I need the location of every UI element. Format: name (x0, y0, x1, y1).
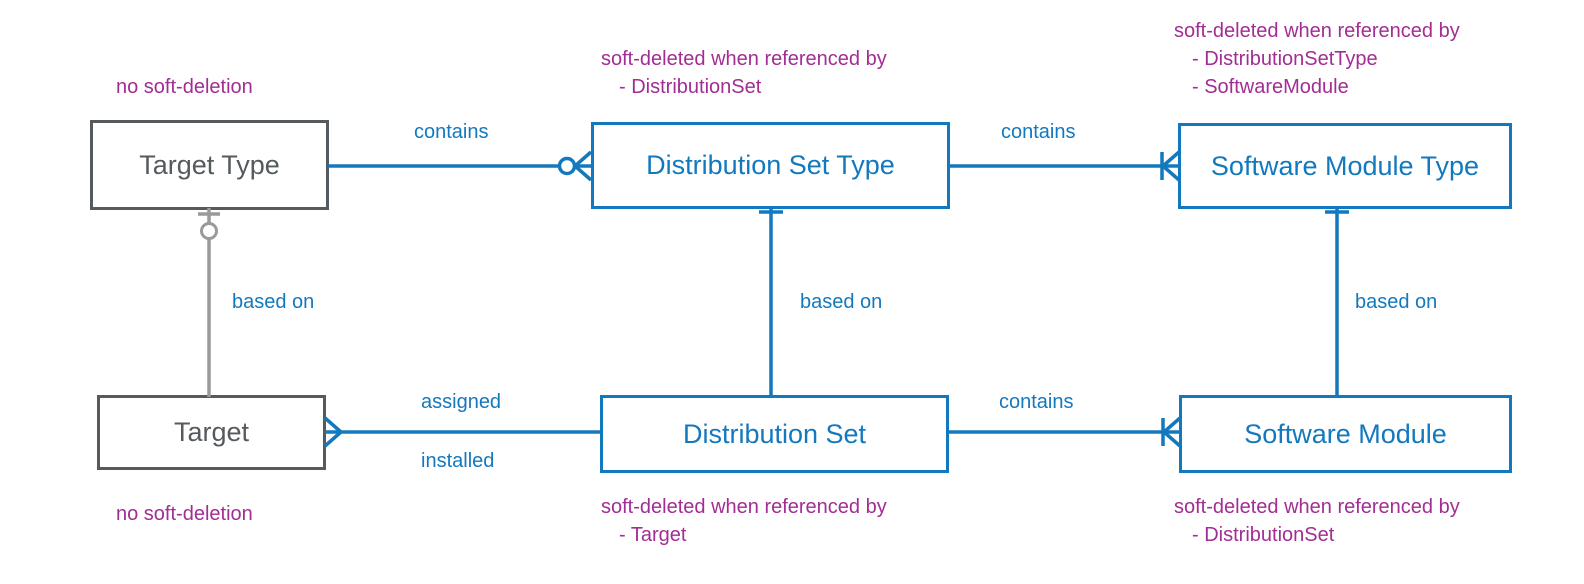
note-item: - Target (619, 524, 687, 546)
note-title: no soft-deletion (116, 76, 253, 98)
edge-label-installed-target-distribution-set: installed (421, 450, 495, 472)
relationship-edge-distribution-set-type-distribution-set[interactable] (759, 207, 783, 397)
note-distribution-set: soft-deleted when referenced by - Target (601, 493, 887, 549)
relationship-edge-target-type-target[interactable] (198, 208, 220, 397)
entity-box-target-type[interactable] (90, 120, 329, 210)
note-title: soft-deleted when referenced by (601, 48, 887, 70)
relationship-edge-software-module-type-software-module[interactable] (1325, 207, 1349, 397)
entity-box-target[interactable] (97, 395, 326, 470)
note-distribution-set-type: soft-deleted when referenced by - Distri… (601, 45, 887, 101)
note-software-module-type: soft-deleted when referenced by - Distri… (1174, 17, 1460, 101)
entity-box-software-module-type[interactable] (1178, 123, 1512, 209)
edge-label-based-on-software-module-type-software-module: based on (1355, 291, 1438, 313)
edge-label-assigned-target-distribution-set: assigned (421, 391, 502, 413)
entity-box-distribution-set-type[interactable] (591, 122, 950, 209)
note-item: - DistributionSet (619, 76, 762, 98)
relationship-edge-distribution-set-type-software-module-type[interactable] (949, 150, 1181, 182)
relationship-edge-distribution-set-software-module[interactable] (948, 416, 1182, 448)
edge-label-based-on-distribution-set-type-distribution-set: based on (800, 291, 883, 313)
note-software-module: soft-deleted when referenced by - Distri… (1174, 493, 1460, 549)
note-title: soft-deleted when referenced by (601, 496, 887, 518)
note-target-type: no soft-deletion (116, 73, 253, 101)
note-title: soft-deleted when referenced by (1174, 20, 1460, 42)
edge-label-contains-target-type-distribution-set-type: contains (414, 121, 489, 143)
note-item: - DistributionSet (1192, 524, 1335, 546)
edge-label-based-on-target-type-target: based on (232, 291, 315, 313)
note-item: - DistributionSetType (1192, 48, 1378, 70)
relationship-edge-target-distribution-set[interactable] (323, 416, 601, 448)
note-item: - SoftwareModule (1192, 76, 1349, 98)
note-title: soft-deleted when referenced by (1174, 496, 1460, 518)
note-title: no soft-deletion (116, 503, 253, 525)
entity-box-distribution-set[interactable] (600, 395, 949, 473)
edge-label-contains-distribution-set-software-module: contains (999, 391, 1074, 413)
relationship-edge-target-type-distribution-set-type[interactable] (328, 150, 593, 182)
entity-box-software-module[interactable] (1179, 395, 1512, 473)
note-target: no soft-deletion (116, 500, 253, 528)
edge-label-contains-distribution-set-type-software-module-type: contains (1001, 121, 1076, 143)
